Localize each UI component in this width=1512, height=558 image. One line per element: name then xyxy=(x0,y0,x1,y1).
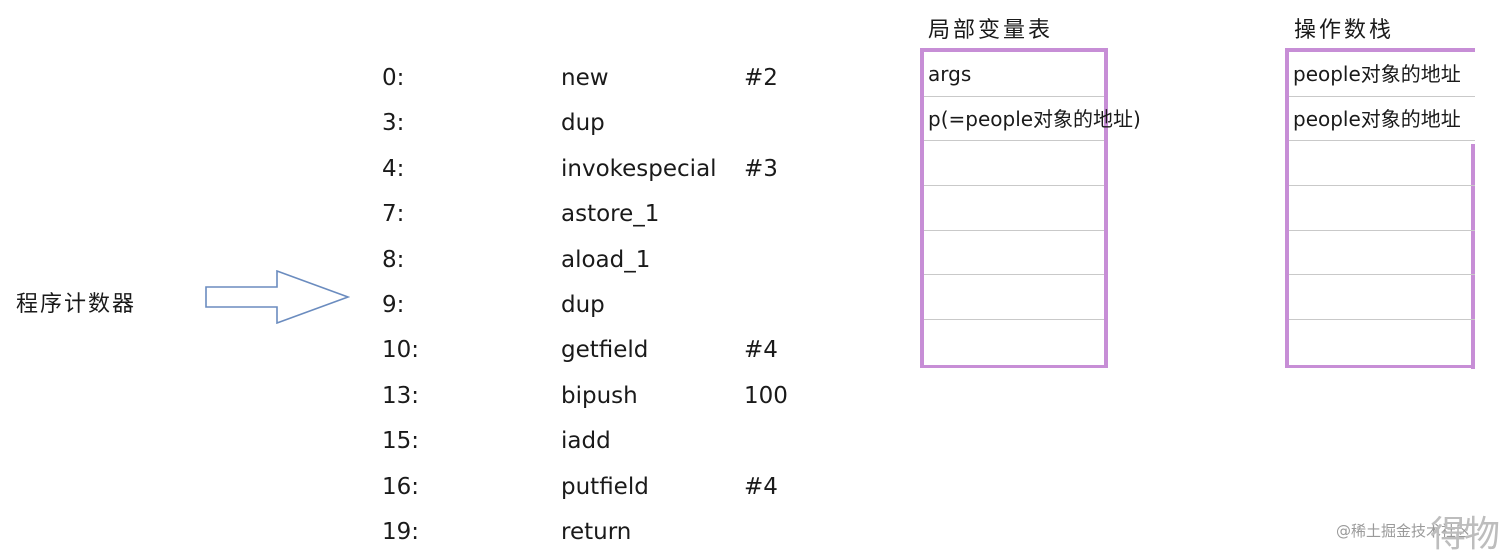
bytecode-arg: 100 xyxy=(744,382,788,409)
bytecode-row: 9: dup xyxy=(380,283,840,328)
bytecode-opcode: invokespecial xyxy=(561,155,717,182)
bytecode-row: 0: new #2 xyxy=(380,56,840,101)
bytecode-row: 15: iadd xyxy=(380,419,840,464)
bytecode-row: 16: putfield #4 xyxy=(380,465,840,510)
operand-stack-right-border xyxy=(1471,144,1475,369)
bytecode-offset: 19: xyxy=(382,518,420,545)
bytecode-row: 10: getfield #4 xyxy=(380,328,840,373)
operand-stack-slot xyxy=(1289,186,1475,231)
operand-stack-slot xyxy=(1289,231,1475,276)
bytecode-opcode: return xyxy=(561,518,632,545)
bytecode-arg: #2 xyxy=(744,65,778,91)
bytecode-opcode: getfield xyxy=(561,337,649,364)
bytecode-row: 3: dup xyxy=(380,101,840,146)
bytecode-offset: 16: xyxy=(382,473,420,500)
local-variable-slot xyxy=(924,320,1104,365)
bytecode-row: 4: invokespecial #3 xyxy=(380,147,840,192)
bytecode-arg: #4 xyxy=(744,337,778,364)
bytecode-opcode: iadd xyxy=(561,428,611,455)
bytecode-opcode: new xyxy=(561,65,609,91)
operand-stack-slot xyxy=(1289,320,1475,365)
local-variable-slot xyxy=(924,231,1104,276)
bytecode-offset: 15: xyxy=(382,428,420,455)
local-variable-slot xyxy=(924,186,1104,231)
operand-stack-slot: people对象的地址 xyxy=(1289,97,1475,142)
hollow-right-arrow-icon xyxy=(205,270,350,324)
bytecode-opcode: bipush xyxy=(561,382,638,409)
local-variable-slot xyxy=(924,275,1104,321)
bytecode-offset: 13: xyxy=(382,382,420,409)
bytecode-offset: 9: xyxy=(382,291,405,318)
bytecode-offset: 7: xyxy=(382,201,405,228)
bytecode-row: 19: return xyxy=(380,510,840,555)
operand-stack-slot xyxy=(1289,275,1475,321)
bytecode-row: 8: aload_1 xyxy=(380,238,840,283)
local-variable-slot: args xyxy=(924,52,1104,97)
bytecode-offset: 4: xyxy=(382,155,405,182)
program-counter-label: 程序计数器 xyxy=(16,292,137,317)
bytecode-row: 7: astore_1 xyxy=(380,192,840,237)
bytecode-arg: #4 xyxy=(744,473,778,500)
local-variable-slot xyxy=(924,141,1104,187)
bytecode-offset: 3: xyxy=(382,110,405,137)
bytecode-arg: #3 xyxy=(744,155,778,182)
local-variable-slot: p(=people对象的地址) xyxy=(924,97,1141,142)
bytecode-row: 13: bipush 100 xyxy=(380,374,840,419)
watermark: @稀土掘金技术社区 xyxy=(1336,522,1472,540)
bytecode-offset: 10: xyxy=(382,337,420,364)
corner-watermark: 得物 xyxy=(1430,514,1500,555)
operand-stack-slot xyxy=(1289,141,1475,187)
bytecode-offset: 8: xyxy=(382,246,405,273)
operand-stack-title: 操作数栈 xyxy=(1294,18,1395,43)
bytecode-opcode: dup xyxy=(561,291,605,318)
bytecode-opcode: astore_1 xyxy=(561,201,660,228)
bytecode-opcode: aload_1 xyxy=(561,246,651,273)
bytecode-opcode: putfield xyxy=(561,473,649,500)
operand-stack-slot: people对象的地址 xyxy=(1289,52,1475,97)
bytecode-opcode: dup xyxy=(561,110,605,137)
bytecode-listing: 0: new #2 3: dup 4: invokespecial #3 7: astore_1 8… xyxy=(380,56,840,555)
bytecode-offset: 0: xyxy=(382,65,405,91)
local-variable-table-title: 局部变量表 xyxy=(928,18,1054,43)
